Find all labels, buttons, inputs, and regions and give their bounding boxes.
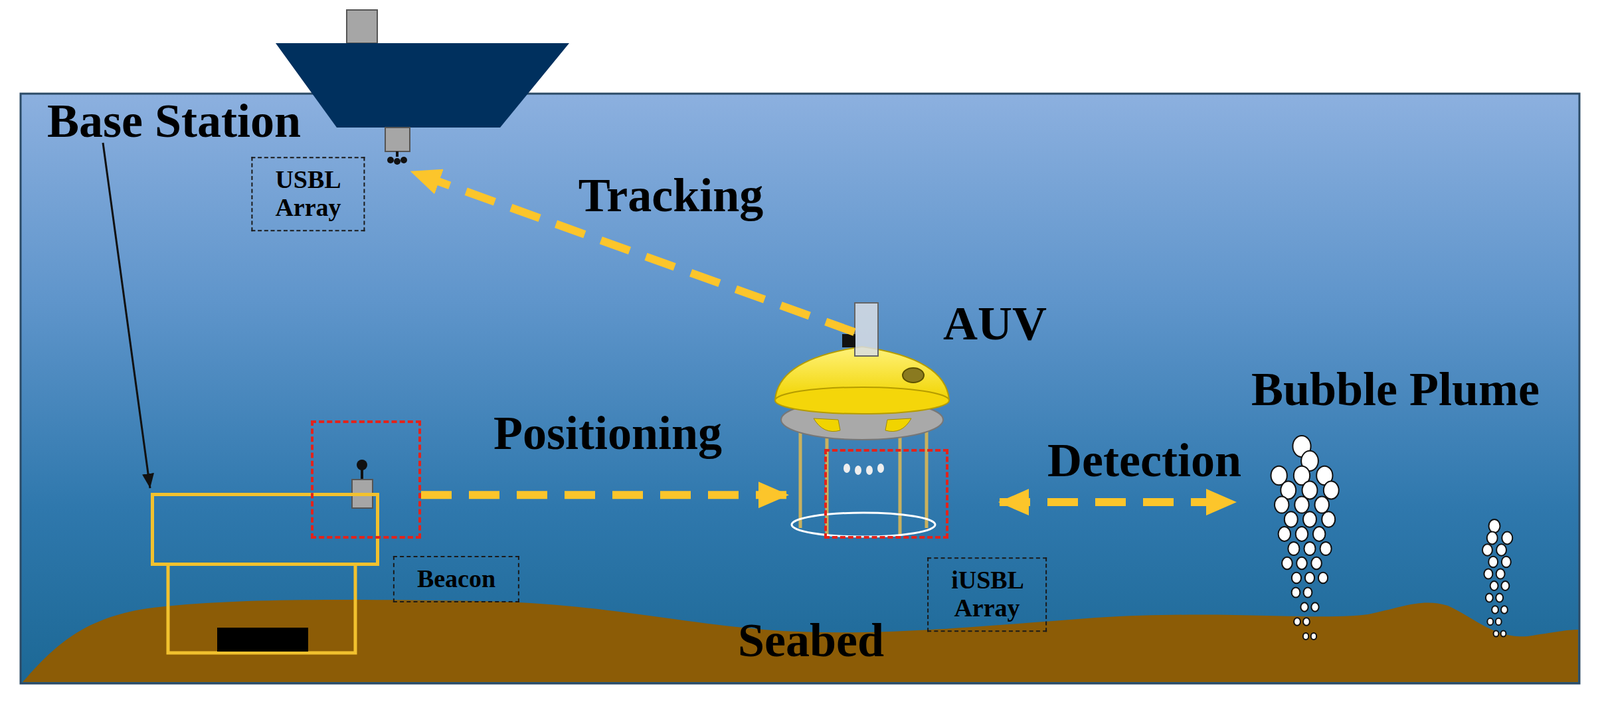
auv-antenna	[854, 302, 879, 356]
bubble	[1311, 557, 1322, 570]
auv-port	[902, 367, 924, 383]
base-station-frame	[102, 142, 356, 653]
auv-fin	[813, 418, 841, 432]
bubble	[1323, 481, 1339, 500]
bubble	[1296, 557, 1308, 570]
base-station-block	[217, 627, 309, 652]
transducer-element	[400, 156, 408, 164]
edge-label: Tracking	[578, 169, 764, 222]
bubble	[1501, 630, 1507, 637]
bubble	[1294, 496, 1309, 513]
auv-vehicle	[775, 302, 950, 537]
bubble	[1318, 572, 1328, 584]
bubble	[1291, 587, 1301, 598]
beacon-device	[352, 459, 373, 509]
bubble	[1284, 511, 1298, 528]
beacon-antenna-tip	[356, 459, 368, 471]
node-label: iUSBL Array	[927, 557, 1047, 632]
dashed-arrow	[999, 498, 1236, 507]
bubble	[1488, 556, 1498, 568]
bubble	[1315, 496, 1330, 513]
bubble	[1274, 496, 1289, 513]
water-body	[20, 93, 1580, 684]
bubble	[1293, 617, 1301, 626]
bubble	[1303, 511, 1317, 528]
usbl-transducer	[385, 127, 410, 152]
node-label: Bubble Plume	[1251, 363, 1540, 416]
auv-leg	[799, 425, 803, 529]
bubble	[1287, 541, 1300, 556]
bubble	[1490, 581, 1499, 591]
bubble	[1291, 572, 1302, 584]
bubble	[1487, 618, 1494, 625]
bubble	[1501, 532, 1513, 545]
auv-rim	[775, 387, 950, 414]
bubble	[1496, 543, 1507, 556]
bubble	[1303, 632, 1309, 640]
bubble	[1483, 568, 1493, 579]
bubble	[1482, 543, 1493, 556]
ship-mast	[346, 9, 378, 44]
bubble	[1311, 602, 1319, 612]
bubble	[1311, 632, 1317, 640]
bubble	[1495, 593, 1504, 603]
auv-transducer	[877, 463, 885, 473]
auv-fin	[885, 418, 912, 432]
transducer-stem	[395, 151, 399, 157]
bubble	[1313, 526, 1326, 542]
dashed-arrow	[421, 490, 788, 499]
transducer-element	[387, 156, 394, 164]
bubble	[1491, 605, 1499, 614]
auv-leg	[925, 425, 929, 529]
auv-modem	[842, 334, 856, 348]
auv-transducer	[843, 463, 851, 473]
auv-leg	[898, 431, 902, 535]
node-label: AUV	[943, 297, 1047, 351]
bubble	[1278, 526, 1292, 542]
bubble	[1305, 572, 1315, 584]
edge-label: Positioning	[493, 407, 722, 460]
seabed	[22, 599, 1579, 683]
bubble	[1303, 587, 1313, 598]
node-label: USBL Array	[274, 166, 341, 222]
node-label: Beacon	[393, 555, 520, 603]
bubble	[1303, 541, 1316, 556]
auv: AUViUSBL Array	[770, 332, 954, 538]
node-label: Base Station	[47, 94, 301, 148]
bubble	[1489, 519, 1501, 533]
beacon-highlight: Beacon	[310, 420, 422, 539]
region-label: Seabed	[737, 614, 885, 667]
bubble	[1495, 618, 1502, 625]
bubble	[1281, 557, 1293, 570]
iusbl-highlight: iUSBL Array	[824, 448, 949, 539]
bubble	[1320, 541, 1332, 556]
bubble	[1501, 581, 1510, 591]
bubble-plume: Bubble Plume	[1235, 368, 1555, 655]
bubble	[1487, 532, 1498, 545]
auv-transducer	[854, 465, 862, 475]
bubble	[1303, 617, 1310, 626]
base-station-legs	[168, 565, 356, 653]
bubble	[1485, 593, 1494, 603]
bubble	[1501, 556, 1512, 568]
pointer-line	[102, 142, 151, 489]
bubble	[1493, 630, 1500, 637]
auv-ring	[791, 512, 936, 537]
ship-hull	[275, 43, 570, 128]
edge-label: Detection	[1047, 434, 1242, 487]
transducer-element	[393, 158, 401, 165]
label-box: USBL Array	[251, 156, 365, 232]
auv-transducer	[866, 465, 873, 475]
bubble	[1295, 526, 1309, 542]
base-station: Base Station	[150, 492, 380, 566]
bubble-plumes	[1271, 435, 1513, 640]
bubble	[1321, 511, 1335, 528]
ship	[275, 9, 570, 165]
bubble	[1496, 568, 1506, 579]
bubble	[1300, 602, 1308, 612]
bubble	[1501, 605, 1508, 614]
